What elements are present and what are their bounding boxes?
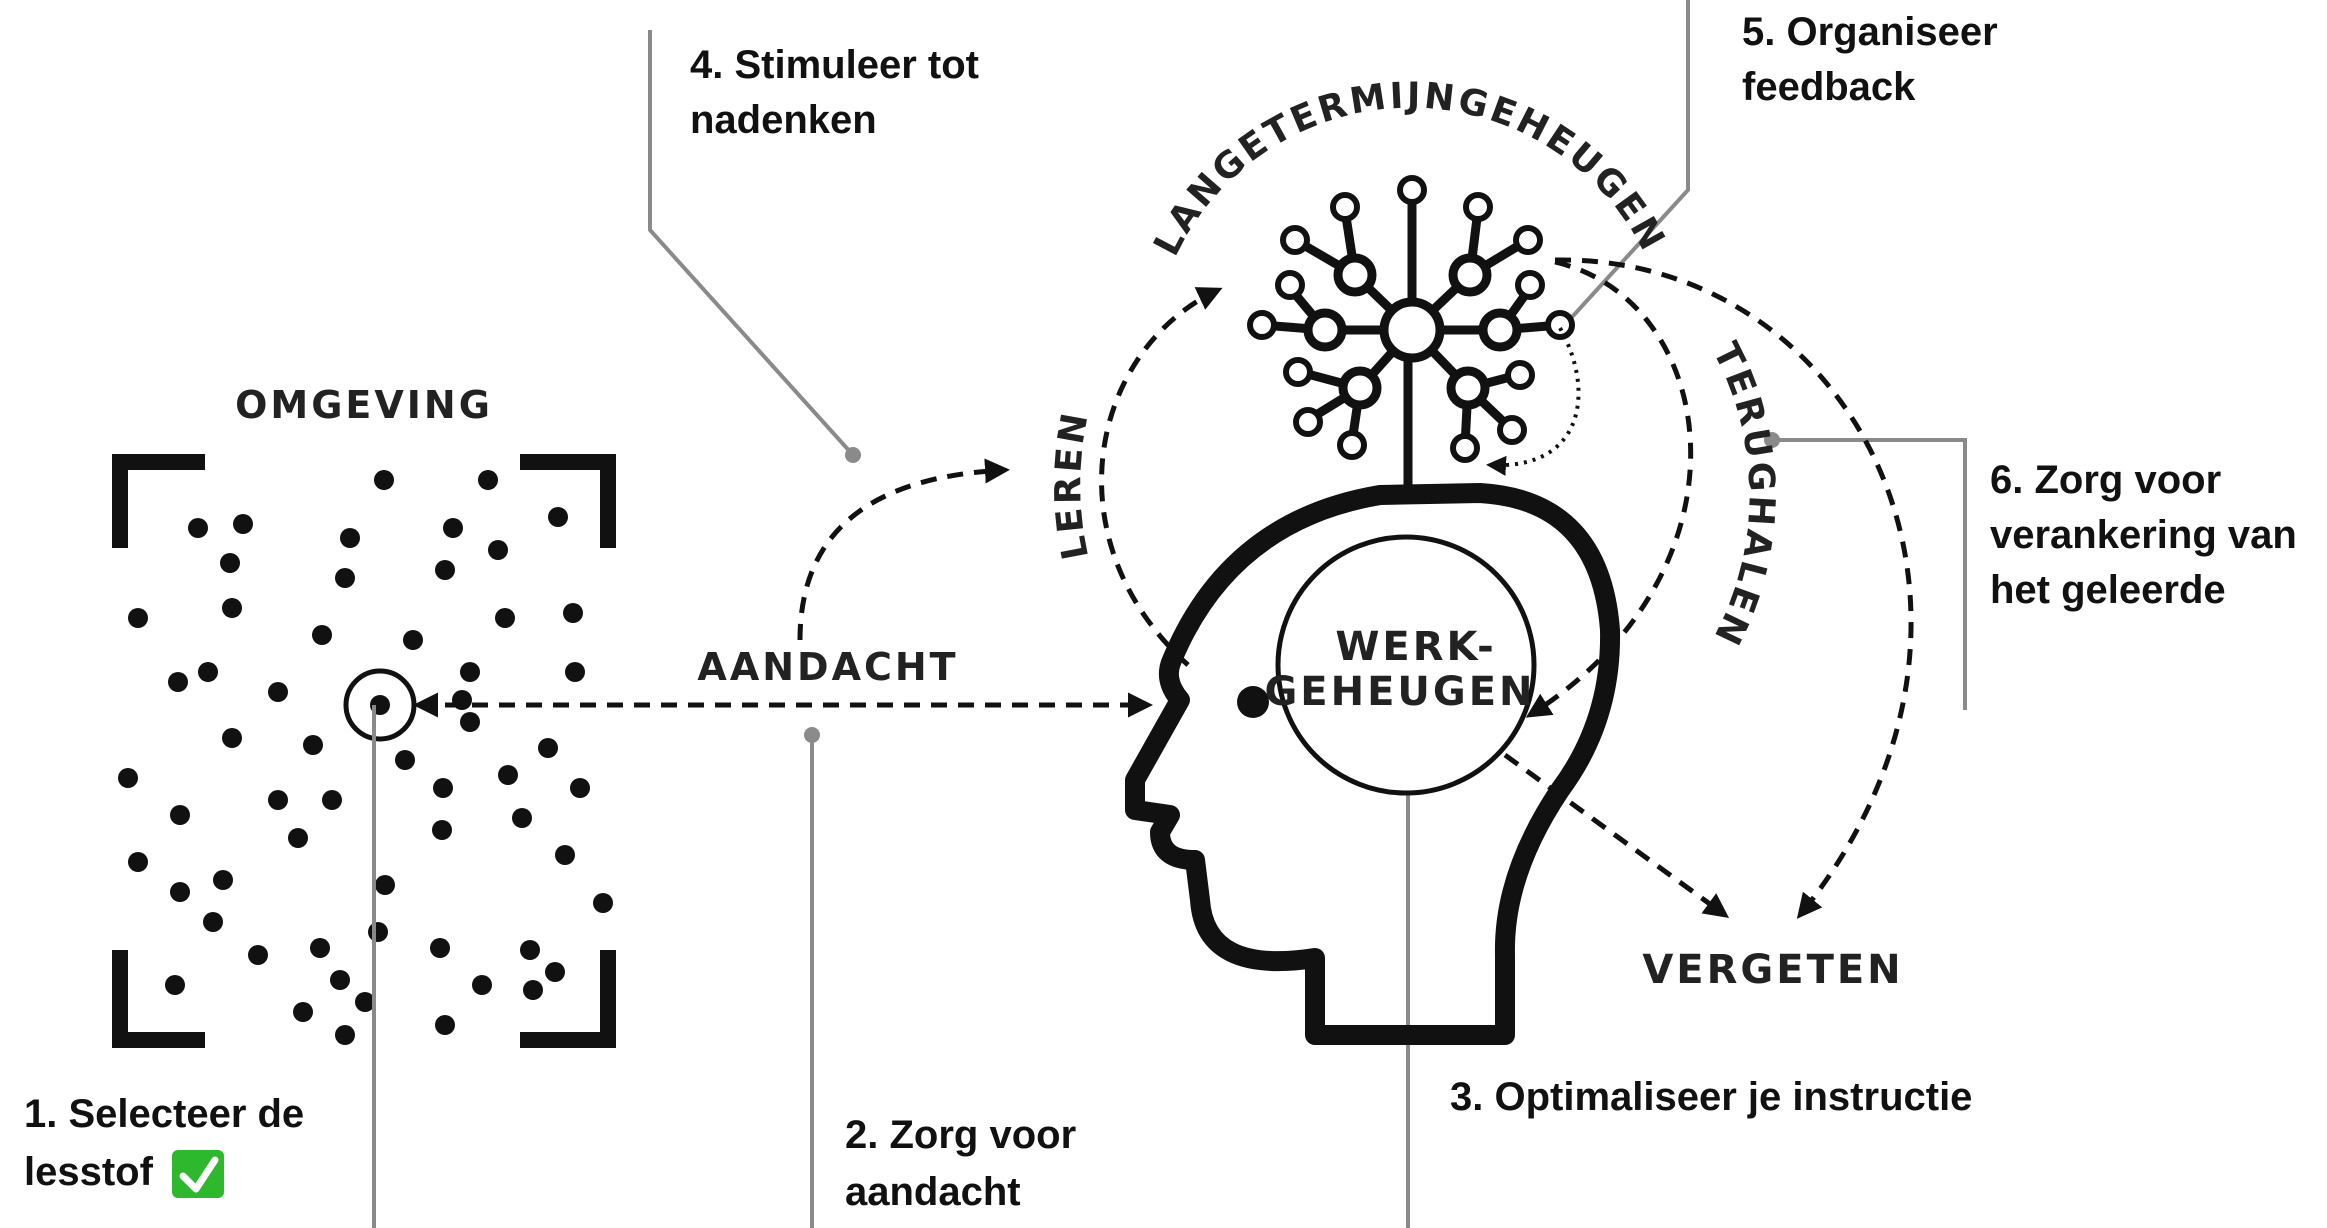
stimulate-arrow (797, 458, 1010, 641)
working-memory-circle (1275, 534, 1537, 796)
werk-label: WERK- (1335, 624, 1496, 670)
step-3-label: 3. Optimaliseer je instructie (1450, 1075, 1972, 1119)
step-6-label: 6. Zorg voor verankering van het geleerd… (1990, 458, 2297, 612)
svg-text:nadenken: nadenken (690, 98, 877, 142)
svg-text:feedback: feedback (1742, 65, 1916, 109)
svg-text:het geleerde: het geleerde (1990, 568, 2226, 612)
leren-arrow (1099, 287, 1223, 667)
step-4-label: 4. Stimuleer tot nadenken (690, 43, 979, 142)
aandacht-label: AANDACHT (697, 645, 958, 689)
svg-text:aandacht: aandacht (845, 1170, 1021, 1214)
step-5-label: 5. Organiseer feedback (1742, 10, 1998, 109)
long-term-memory-leaf-nodes (1247, 175, 1575, 463)
checkmark-badge-icon (172, 1150, 224, 1198)
svg-text:6. Zorg voor: 6. Zorg voor (1990, 458, 2221, 502)
step-1-label: 1. Selecteer de lesstof (24, 1092, 304, 1194)
terughalen-arrow (1525, 259, 1694, 718)
svg-text:lesstof: lesstof (24, 1150, 154, 1194)
vergeten-label: VERGETEN (1642, 947, 1903, 993)
terughalen-label: TERUGHALEN (1705, 336, 1782, 653)
geheugen-label: GEHEUGEN (1264, 669, 1535, 715)
leader-lines (372, 0, 1967, 1228)
leren-label: LEREN (1048, 407, 1097, 562)
head-silhouette (1125, 483, 1621, 1045)
svg-text:5. Organiseer: 5. Organiseer (1742, 10, 1998, 54)
svg-text:2. Zorg voor: 2. Zorg voor (845, 1113, 1076, 1157)
forget-from-long-term-arrow (1554, 257, 1914, 919)
svg-text:verankering van: verankering van (1990, 513, 2297, 557)
svg-text:4. Stimuleer tot: 4. Stimuleer tot (690, 43, 979, 87)
omgeving-label: OMGEVING (235, 383, 493, 427)
environment-dots (118, 470, 613, 1045)
step-2-label: 2. Zorg voor aandacht (845, 1113, 1076, 1214)
svg-text:1. Selecteer de: 1. Selecteer de (24, 1092, 304, 1136)
head-eye (1237, 686, 1269, 718)
forget-from-working-memory-arrow (1503, 752, 1730, 918)
environment-frame (112, 454, 616, 1048)
